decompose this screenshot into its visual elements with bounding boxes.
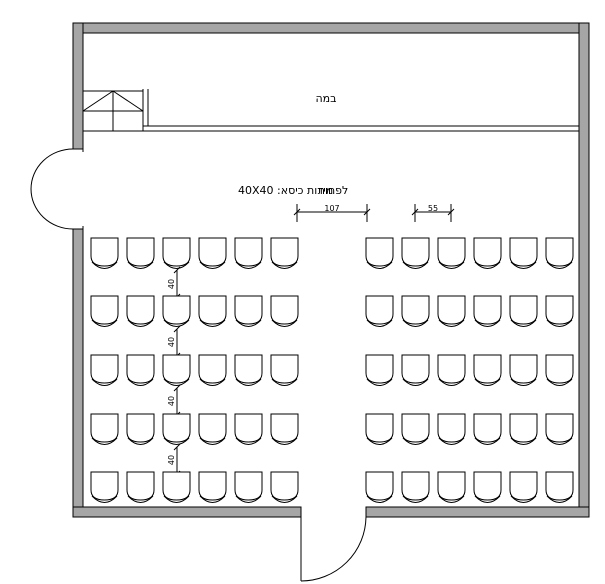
chair [401,413,430,445]
chair [473,471,502,503]
row-spacing-value: 40 [167,279,176,289]
wall-left-lower [72,228,84,518]
seat-size-label: מידות כיסא: 40X40 [238,184,333,197]
chair [509,413,538,445]
wall-top [72,22,590,34]
row-spacing-1: 40 [167,266,181,301]
chair [437,354,466,386]
chair [473,413,502,445]
chair [126,413,155,445]
stage-label: במה [315,92,336,105]
row-spacing-3: 40 [167,384,181,419]
chair [545,354,574,386]
stage-stairs [82,90,144,132]
chair [234,237,263,269]
chair [545,237,574,269]
chair [270,471,299,503]
wall-right [578,22,590,518]
walls [72,22,590,518]
chair [90,413,119,445]
chair [198,237,227,269]
chair [365,295,394,327]
chair [437,295,466,327]
chair [437,471,466,503]
chair [545,471,574,503]
chair [162,471,191,503]
bottom-door-swing [300,516,367,582]
chair [198,354,227,386]
row-spacing-value: 40 [167,455,176,465]
wall-bottom-right [365,506,590,518]
chair [365,237,394,269]
chair [90,471,119,503]
chair [365,471,394,503]
seat-spacing-value: 55 [428,204,438,213]
chair [365,354,394,386]
chair [401,237,430,269]
chair [437,413,466,445]
chair [126,295,155,327]
row-spacing-value: 40 [167,396,176,406]
chair [270,295,299,327]
chair [90,237,119,269]
chair [162,413,191,445]
chair [437,237,466,269]
chair [90,354,119,386]
chair [270,354,299,386]
chair [234,354,263,386]
chair [270,237,299,269]
bottom-door [300,516,367,582]
chair [473,295,502,327]
chair [509,295,538,327]
row-spacing-2: 40 [167,325,181,360]
chair [90,295,119,327]
chair [126,237,155,269]
chair [198,413,227,445]
chair [234,413,263,445]
left-door [30,148,84,230]
chair [545,413,574,445]
chair [198,471,227,503]
chair [162,295,191,327]
chair [509,354,538,386]
aisle-label: לפחות [318,184,349,197]
chair [473,237,502,269]
chair [509,471,538,503]
aisle-width-value: 107 [324,204,339,213]
aisle-dimension: לפחות 107 [293,184,371,222]
chair [401,295,430,327]
chair [198,295,227,327]
seating-area [90,237,574,503]
wall-bottom-left [72,506,302,518]
chair [234,471,263,503]
wall-left-upper [72,22,84,150]
chair [473,354,502,386]
chair [270,413,299,445]
chair [401,354,430,386]
left-door-swing [30,148,74,230]
chair [545,295,574,327]
chair [401,471,430,503]
chair [234,295,263,327]
chair [509,237,538,269]
chair [126,354,155,386]
chair [365,413,394,445]
seat-spacing-dimension: 55 [411,204,455,222]
row-spacing-value: 40 [167,337,176,347]
stage: במה [82,89,579,132]
chair [126,471,155,503]
chair [162,237,191,269]
chair [162,354,191,386]
